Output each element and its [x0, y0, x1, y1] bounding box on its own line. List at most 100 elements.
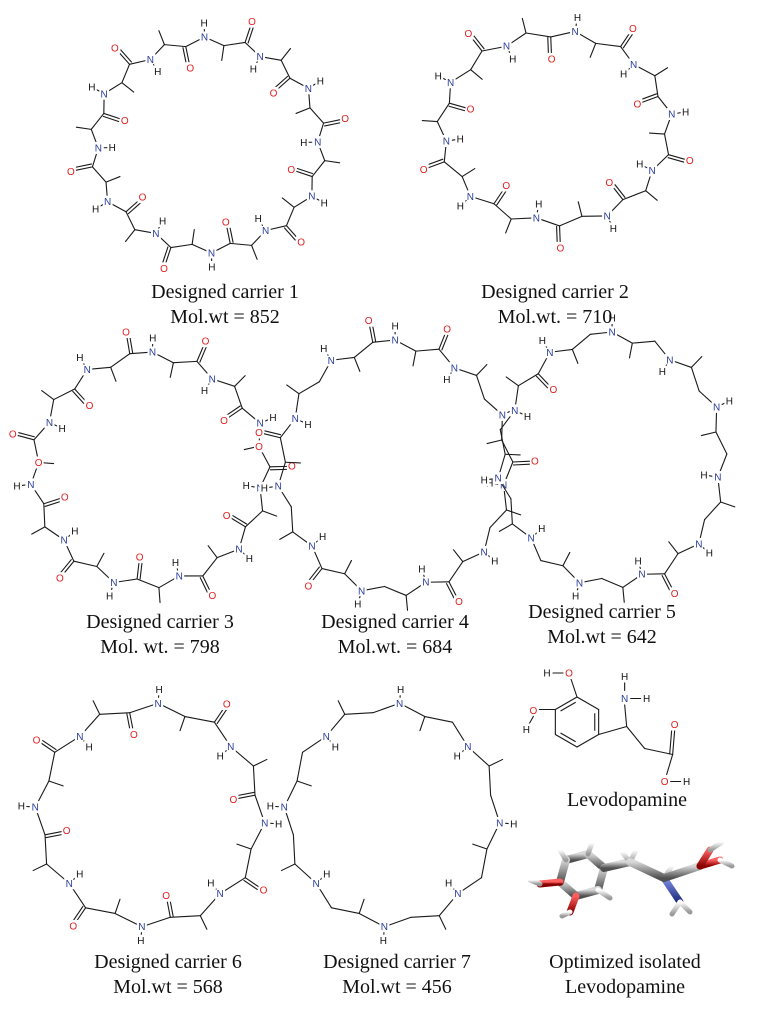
bond — [230, 517, 247, 528]
caption-carrier-7: Designed carrier 7 Mol.wt = 456 — [282, 950, 512, 1000]
oxygen-atom: O — [605, 178, 613, 189]
nitrogen-atom: N — [328, 356, 335, 367]
hydrogen-atom: H — [523, 725, 530, 736]
bond — [622, 190, 647, 201]
bond — [73, 905, 84, 921]
nitrogen-atom: N — [381, 922, 388, 933]
oxygen-atom: O — [9, 430, 17, 441]
hydrogen-atom: H — [539, 336, 546, 347]
bond — [169, 362, 174, 378]
oxygen-atom: O — [67, 167, 75, 178]
bond — [537, 373, 551, 387]
bond — [419, 715, 426, 732]
hydrogen-atom: H — [572, 592, 579, 603]
nitrogen-atom: N — [76, 732, 83, 743]
bond — [626, 725, 646, 750]
bond — [570, 678, 578, 698]
nitrogen-atom: N — [480, 547, 487, 558]
hydrogen-atom: H — [391, 322, 398, 333]
bond — [226, 226, 231, 244]
hydrogen-atom: H — [457, 202, 464, 213]
bond — [234, 385, 243, 409]
nitrogen-atom: N — [110, 578, 117, 589]
caption-carrier-5-title: Designed carrier 5 — [528, 601, 676, 623]
bond — [330, 907, 360, 915]
bond — [421, 119, 438, 123]
stick-bond — [557, 847, 569, 863]
bond — [169, 915, 201, 918]
bond — [103, 112, 121, 120]
bond — [163, 44, 187, 48]
bond — [622, 33, 634, 49]
nitrogen-atom: N — [503, 42, 510, 53]
hydrogen-atom: H — [137, 936, 144, 947]
nitrogen-atom: N — [713, 402, 720, 413]
oxygen-atom: O — [341, 114, 349, 125]
oxygen-atom: O — [69, 922, 77, 933]
bond — [110, 366, 117, 382]
bond — [624, 703, 628, 728]
bond — [690, 366, 700, 392]
bond — [127, 202, 142, 215]
oxygen-atom: O — [186, 64, 194, 75]
oxygen-atom: O — [220, 416, 228, 427]
bond — [438, 915, 447, 930]
caption-levodopamine: Levodopamine — [512, 788, 742, 813]
hydrogen-atom: H — [267, 802, 274, 813]
oxygen-atom: O — [531, 456, 539, 467]
bond — [85, 907, 116, 915]
bond — [720, 501, 736, 508]
bond — [620, 31, 631, 48]
bond — [427, 158, 444, 166]
bond — [410, 915, 440, 918]
hydrogen-atom: H — [275, 819, 282, 830]
nitrogen-atom: N — [358, 586, 365, 597]
bond — [244, 25, 251, 44]
caption-levodopamine-title: Levodopamine — [567, 789, 687, 811]
oxygen-atom: O — [365, 316, 373, 327]
bond — [512, 460, 531, 463]
caption-carrier-4-molwt: Mol.wt. = 684 — [337, 636, 453, 658]
hydrogen-atom: H — [620, 70, 627, 81]
bond — [139, 562, 143, 580]
hydrogen-atom: H — [634, 556, 641, 567]
stick-bond — [717, 857, 735, 869]
bond — [234, 375, 246, 387]
stick-bond — [696, 846, 714, 870]
caption-carrier-4: Designed carrier 4 Mol.wt. = 684 — [280, 610, 510, 660]
hydrogen-atom: H — [621, 672, 628, 683]
bond — [44, 500, 62, 508]
bond — [493, 203, 512, 220]
caption-carrier-2: Designed carrier 2 Mol.wt. = 710 — [440, 280, 670, 330]
caption-carrier-1-molwt: Mol.wt = 852 — [170, 306, 280, 328]
bond — [236, 843, 252, 850]
oxygen-atom: O — [121, 116, 129, 127]
nitrogen-atom: N — [608, 328, 615, 339]
stick-bond — [585, 840, 595, 857]
stick-bond — [707, 839, 725, 853]
bond — [75, 126, 92, 130]
bond — [559, 215, 583, 227]
bond — [473, 35, 485, 50]
bond — [611, 185, 624, 201]
bond — [505, 218, 512, 234]
bond — [480, 848, 488, 879]
nitrogen-atom: N — [176, 571, 183, 582]
hydrogen-atom: H — [643, 694, 650, 705]
bond — [184, 715, 215, 723]
oxygen-atom: O — [297, 238, 305, 249]
nitrogen-atom: N — [533, 213, 540, 224]
caption-carrier-6-molwt: Mol.wt = 568 — [113, 976, 223, 998]
bond — [44, 834, 48, 865]
bond — [18, 432, 35, 438]
nitrogen-atom: N — [576, 578, 583, 589]
bond — [308, 566, 321, 581]
bond — [412, 350, 417, 367]
nitrogen-atom: N — [305, 84, 312, 95]
nitrogen-atom: N — [66, 879, 73, 890]
bond — [221, 45, 225, 62]
oxygen-atom: O — [255, 442, 263, 453]
bond — [510, 498, 513, 525]
